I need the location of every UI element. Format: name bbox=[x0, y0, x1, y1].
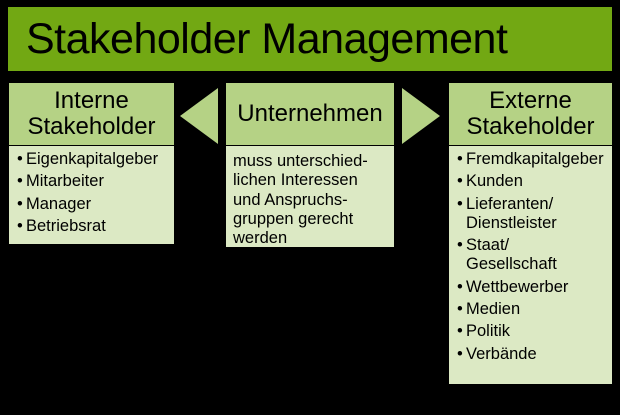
list-item-label: Verbände bbox=[466, 344, 537, 363]
list-item: • Politik bbox=[457, 322, 608, 341]
company-header: Unternehmen bbox=[225, 82, 395, 146]
bullet-icon: • bbox=[17, 150, 23, 168]
list-item-label: Manager bbox=[26, 194, 92, 213]
title-banner: Stakeholder Management bbox=[8, 7, 612, 71]
list-item: • Lieferanten/ Dienstleister bbox=[457, 195, 608, 234]
list-item: • Kunden bbox=[457, 172, 608, 191]
bullet-icon: • bbox=[457, 277, 463, 296]
list-item: • Staat/ Gesellschaft bbox=[457, 236, 608, 275]
list-item: • Betriebsrat bbox=[17, 217, 170, 236]
list-item-label: Lieferanten/ Dienstleister bbox=[466, 194, 557, 232]
external-stakeholder-body: • Fremdkapitalgeber • Kunden • Lieferant… bbox=[448, 146, 613, 385]
list-item: • Manager bbox=[17, 195, 170, 214]
bullet-icon: • bbox=[457, 172, 463, 191]
internal-stakeholder-header-label: Interne Stakeholder bbox=[27, 87, 156, 140]
list-item: • Mitarbeiter bbox=[17, 172, 170, 191]
bullet-icon: • bbox=[17, 194, 23, 213]
page-title: Stakeholder Management bbox=[26, 14, 508, 63]
list-item-label: Staat/ Gesellschaft bbox=[466, 236, 557, 274]
bullet-icon: • bbox=[457, 322, 463, 341]
list-item-label: Mitarbeiter bbox=[26, 172, 104, 191]
internal-stakeholder-list: • Eigenkapitalgeber • Mitarbeiter • Mana… bbox=[9, 146, 174, 243]
arrow-right-icon bbox=[402, 88, 440, 144]
company-header-label: Unternehmen bbox=[237, 100, 383, 128]
external-stakeholder-header-label: Externe Stakeholder bbox=[466, 87, 595, 140]
company-body: muss unterschied- lichen Interessen und … bbox=[225, 146, 395, 248]
list-item-label: Kunden bbox=[466, 172, 523, 191]
bullet-icon: • bbox=[17, 216, 23, 235]
internal-stakeholder-panel: Interne Stakeholder • Eigenkapitalgeber … bbox=[8, 82, 175, 245]
bullet-icon: • bbox=[457, 236, 463, 255]
list-item-label: Wettbewerber bbox=[466, 277, 569, 296]
list-item-label: Fremdkapitalgeber bbox=[466, 150, 604, 168]
list-item: • Wettbewerber bbox=[457, 278, 608, 297]
bullet-icon: • bbox=[457, 300, 463, 319]
internal-stakeholder-header: Interne Stakeholder bbox=[8, 82, 175, 146]
list-item-label: Betriebsrat bbox=[26, 216, 106, 235]
list-item: • Eigenkapitalgeber bbox=[17, 150, 170, 169]
list-item-label: Medien bbox=[466, 300, 521, 319]
list-item: • Fremdkapitalgeber bbox=[457, 150, 608, 169]
list-item: • Medien bbox=[457, 300, 608, 319]
external-stakeholder-panel: Externe Stakeholder • Fremdkapitalgeber … bbox=[448, 82, 613, 385]
bullet-icon: • bbox=[457, 344, 463, 363]
internal-stakeholder-body: • Eigenkapitalgeber • Mitarbeiter • Mana… bbox=[8, 146, 175, 245]
bullet-icon: • bbox=[457, 194, 463, 213]
arrow-left-icon bbox=[180, 88, 218, 144]
company-panel: Unternehmen muss unterschied- lichen Int… bbox=[225, 82, 395, 248]
bullet-icon: • bbox=[17, 172, 23, 191]
list-item-label: Politik bbox=[466, 322, 511, 341]
list-item-label: Eigenkapitalgeber bbox=[26, 150, 159, 168]
external-stakeholder-list: • Fremdkapitalgeber • Kunden • Lieferant… bbox=[449, 146, 612, 371]
company-body-text: muss unterschied- lichen Interessen und … bbox=[233, 152, 368, 248]
list-item: • Verbände bbox=[457, 345, 608, 364]
external-stakeholder-header: Externe Stakeholder bbox=[448, 82, 613, 146]
bullet-icon: • bbox=[457, 150, 463, 168]
